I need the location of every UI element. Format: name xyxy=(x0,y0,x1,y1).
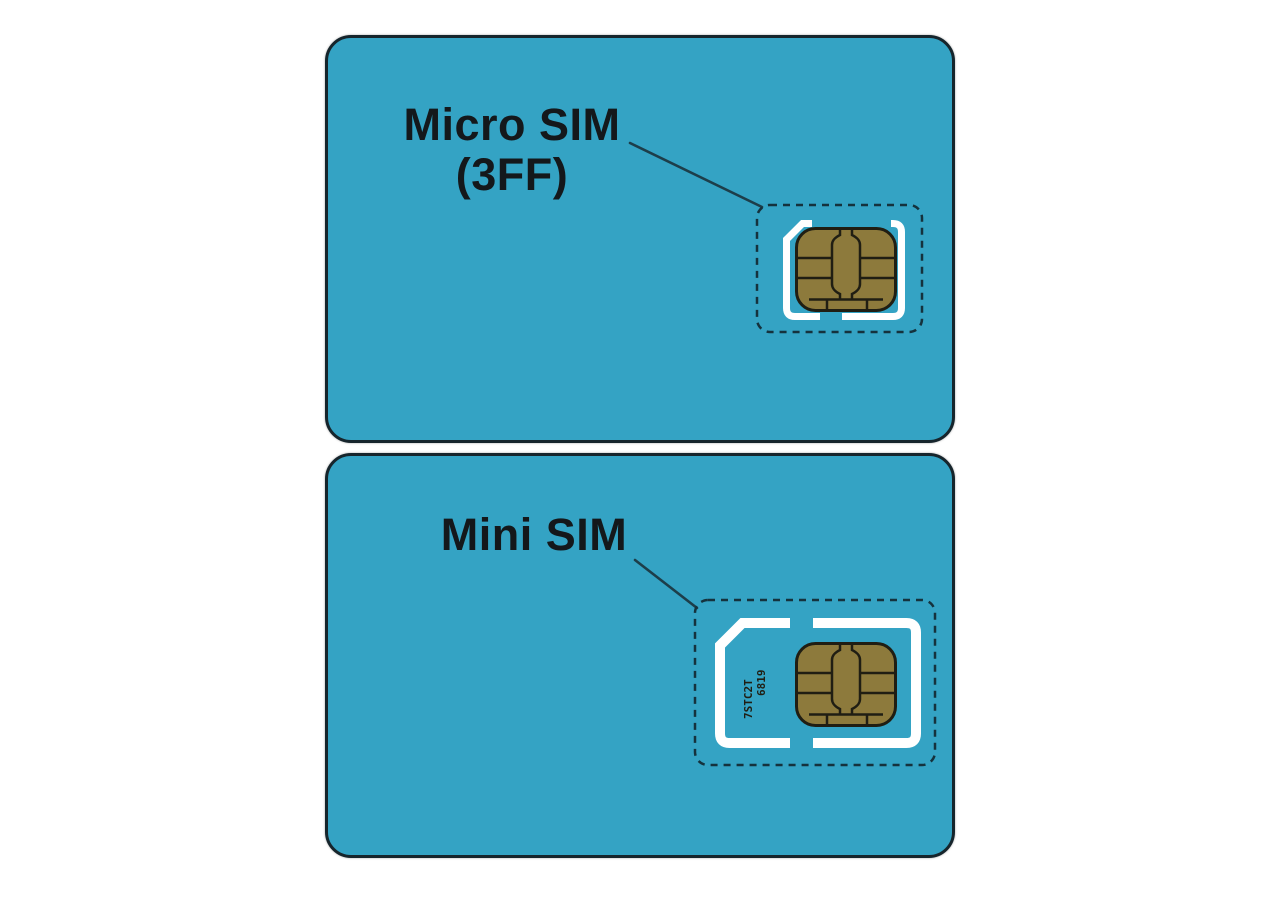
micro-sim-label: Micro SIM (3FF) xyxy=(403,100,620,200)
mini-sim-card: Mini SIM 6819 7STC2T xyxy=(325,453,955,858)
chip-center-contact xyxy=(830,644,862,715)
mini-sim-cutout-left-piece xyxy=(715,618,790,748)
mini-sim-cutout-outline xyxy=(715,618,921,748)
micro-sim-cutout-left-piece xyxy=(783,220,820,320)
chip-center-contact xyxy=(830,229,862,300)
mini-sim-dashed-outline xyxy=(693,598,937,767)
micro-sim-dashed-outline xyxy=(755,203,924,334)
micro-sim-art xyxy=(628,141,924,334)
mini-sim-chip-icon xyxy=(795,642,897,727)
micro-sim-label-line2: (3FF) xyxy=(455,149,569,200)
chip-body xyxy=(795,642,897,727)
micro-sim-cutout-outline xyxy=(783,220,905,320)
chip-contact-lines xyxy=(797,256,895,310)
chip-contact-lines xyxy=(797,671,895,725)
mini-sim-art: 6819 7STC2T xyxy=(633,558,937,767)
micro-sim-label-line1: Micro SIM xyxy=(403,99,621,150)
micro-sim-leader-line xyxy=(628,141,764,209)
micro-sim-chip-icon xyxy=(795,227,897,312)
mini-sim-label: Mini SIM xyxy=(441,510,627,560)
chip-marking-line2: 7STC2T xyxy=(742,679,755,719)
micro-sim-cutout-right-piece xyxy=(842,220,905,320)
chip-body xyxy=(795,227,897,312)
mini-sim-leader-line xyxy=(633,558,699,610)
micro-sim-card: Micro SIM (3FF) xyxy=(325,35,955,443)
mini-sim-cutout-right-piece xyxy=(813,618,921,748)
chip-marking-line1: 6819 xyxy=(755,670,768,697)
mini-sim-label-line1: Mini SIM xyxy=(440,509,628,560)
